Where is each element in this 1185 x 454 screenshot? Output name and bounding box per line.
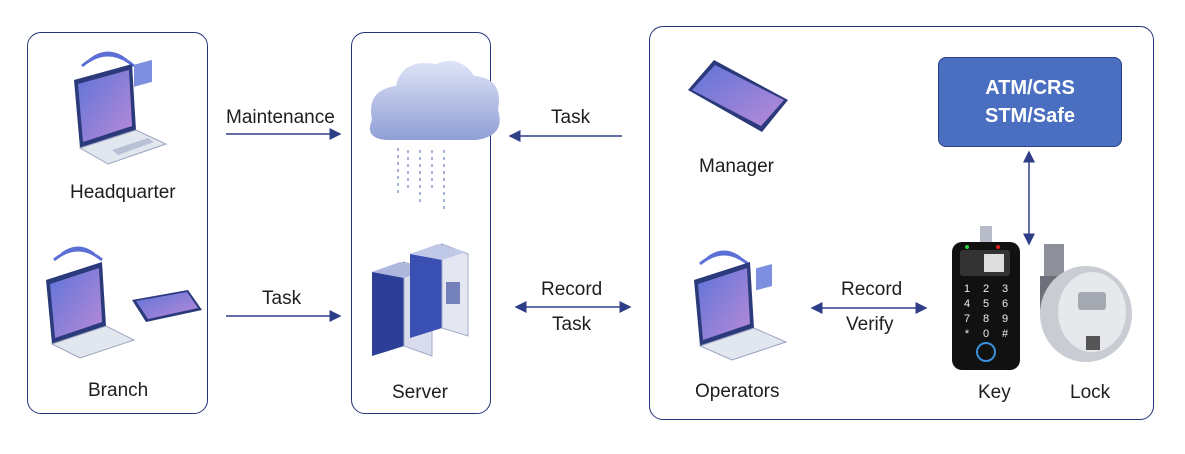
keypad-key: 2 — [983, 283, 989, 295]
branch-label: Branch — [88, 380, 149, 401]
key-device-icon — [952, 226, 1020, 370]
atm-line2: STM/Safe — [984, 105, 1076, 127]
server-icon — [372, 243, 469, 357]
task-left-label: Task — [262, 288, 302, 309]
keypad-key: * — [965, 328, 970, 340]
keypad-key: 1 — [964, 283, 970, 295]
keypad-key: 8 — [983, 313, 989, 325]
maintenance-label: Maintenance — [226, 107, 335, 128]
keypad-key: 4 — [964, 298, 970, 310]
key-label: Key — [978, 382, 1011, 403]
keypad: 1 2 3 4 5 6 7 8 9 * 0 # — [964, 283, 1009, 340]
keypad-key: 7 — [964, 313, 970, 325]
operators-label: Operators — [695, 381, 780, 402]
branch-laptop-icon — [46, 246, 202, 359]
task-top-right-label: Task — [551, 107, 591, 128]
operators-laptop-icon — [694, 250, 788, 361]
phone-icon — [688, 60, 788, 132]
server-label: Server — [392, 382, 448, 403]
manager-label: Manager — [699, 156, 774, 177]
verify-right-label: Verify — [846, 314, 894, 335]
phone-icon — [132, 290, 202, 322]
lock-icon — [1040, 244, 1132, 362]
keypad-key: 0 — [983, 328, 989, 340]
record-right-label: Record — [841, 279, 903, 300]
task-mid-label: Task — [552, 314, 592, 335]
keypad-key: 3 — [1002, 283, 1008, 295]
headquarter-label: Headquarter — [70, 182, 176, 203]
keypad-key: 6 — [1002, 298, 1008, 310]
headquarter-laptop-icon — [74, 51, 168, 165]
atm-box: ATM/CRS STM/Safe — [938, 57, 1122, 147]
record-mid-label: Record — [541, 279, 603, 300]
cloud-icon — [369, 60, 500, 210]
keypad-key: 5 — [983, 298, 989, 310]
lock-label: Lock — [1070, 382, 1111, 403]
keypad-key: 9 — [1002, 313, 1008, 325]
keypad-key: # — [1002, 328, 1009, 340]
atm-line1: ATM/CRS — [985, 77, 1075, 99]
